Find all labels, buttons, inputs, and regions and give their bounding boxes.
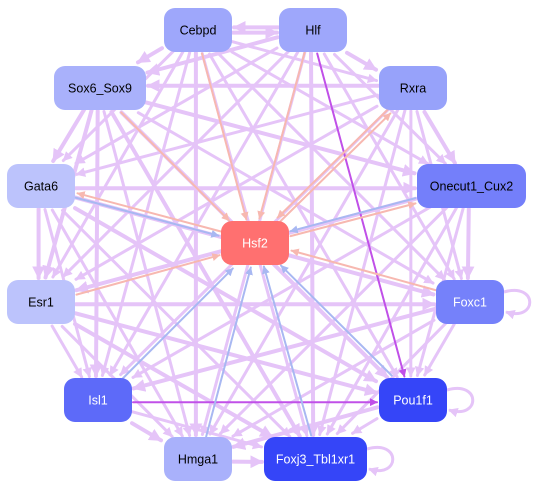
edge-pou1f1-to-foxj3_tbl1xr1 <box>351 417 379 435</box>
node-pou1f1[interactable]: Pou1f1 <box>379 378 447 422</box>
node-label: Sox6_Sox9 <box>68 82 132 96</box>
node-box <box>436 280 504 324</box>
edge-gata6-to-foxj3_tbl1xr1 <box>61 208 292 438</box>
edge-sox6_sox9-to-foxc1 <box>136 111 435 285</box>
edge-sox6_sox9-to-hsf2 <box>120 111 231 222</box>
node-onecut1_cux2[interactable]: Onecut1_Cux2 <box>417 164 526 208</box>
edge-sox6_sox9-to-foxj3_tbl1xr1 <box>109 110 302 438</box>
edge-onecut1_cux2-to-hmga1 <box>218 206 449 436</box>
edge-esr1-to-hsf2 <box>75 253 221 296</box>
edge-esr1-to-pou1f1 <box>73 311 379 396</box>
node-label: Esr1 <box>28 296 54 310</box>
node-label: Isl1 <box>88 394 108 408</box>
edge-isl1-to-hmga1 <box>130 421 163 443</box>
self-loop-foxj3_tbl1xr1 <box>366 445 395 477</box>
node-label: Gata6 <box>24 180 58 194</box>
edge-rxra-to-hsf2 <box>276 108 389 219</box>
node-gata6[interactable]: Gata6 <box>7 164 75 208</box>
node-rxra[interactable]: Rxra <box>379 66 447 110</box>
node-cebpd[interactable]: Cebpd <box>164 8 232 52</box>
node-box <box>379 378 447 422</box>
edge-onecut1_cux2-to-isl1 <box>131 205 432 379</box>
edge-hsf2-to-onecut1_cux2 <box>289 201 417 238</box>
node-label: Hlf <box>305 24 321 38</box>
edge-foxc1-to-hsf2 <box>290 248 437 292</box>
edge-isl1-to-hsf2 <box>121 267 234 380</box>
edge-hlf-to-gata6 <box>74 46 279 165</box>
node-box <box>7 280 75 324</box>
edge-rxra-to-gata6 <box>75 93 379 177</box>
node-box <box>221 221 289 265</box>
edge-foxc1-to-isl1 <box>131 307 437 392</box>
edge-cebpd-to-pou1f1 <box>208 52 399 379</box>
edge-hlf-to-foxj3_tbl1xr1 <box>306 51 320 437</box>
edge-hsf2-to-gata6 <box>76 191 222 233</box>
node-box <box>7 164 75 208</box>
node-label: Cebpd <box>180 24 217 38</box>
edge-foxc1-to-pou1f1 <box>423 322 456 377</box>
self-loop-pou1f1 <box>446 386 475 418</box>
edge-esr1-to-isl1 <box>50 324 84 379</box>
edge-gata6-to-hsf2 <box>74 196 220 238</box>
edges-layer <box>32 20 475 469</box>
node-label: Rxra <box>400 82 426 96</box>
node-hmga1[interactable]: Hmga1 <box>164 437 232 481</box>
node-hlf[interactable]: Hlf <box>279 8 347 52</box>
edge-hlf-to-rxra <box>345 50 378 72</box>
node-foxc1[interactable]: Foxc1 <box>436 280 504 324</box>
node-label: Hsf2 <box>242 237 268 251</box>
self-loop-foxc1 <box>503 288 532 320</box>
edge-hlf-to-hsf2 <box>257 51 306 220</box>
node-foxj3_tbl1xr1[interactable]: Foxj3_Tbl1xr1 <box>264 437 367 481</box>
node-box <box>164 437 232 481</box>
node-box <box>379 66 447 110</box>
self-loops-layer <box>366 288 532 477</box>
edge-rxra-to-onecut1_cux2 <box>422 110 457 165</box>
edge-onecut1_cux2-to-foxc1 <box>461 207 475 280</box>
node-sox6_sox9[interactable]: Sox6_Sox9 <box>54 66 146 110</box>
edge-onecut1_cux2-to-hsf2 <box>289 197 417 234</box>
edge-foxj3_tbl1xr1-to-hsf2 <box>261 265 313 437</box>
node-esr1[interactable]: Esr1 <box>7 280 75 324</box>
edge-esr1-to-foxj3_tbl1xr1 <box>73 322 274 439</box>
node-label: Pou1f1 <box>393 394 433 408</box>
node-box <box>164 8 232 52</box>
edge-sox6_sox9-to-gata6 <box>51 108 86 163</box>
edge-rxra-to-hmga1 <box>208 108 400 436</box>
edge-pou1f1-to-hmga1 <box>231 405 380 450</box>
edge-pou1f1-to-hsf2 <box>280 264 393 377</box>
node-box <box>417 164 526 208</box>
edge-cebpd-to-hsf2 <box>201 52 249 221</box>
edge-cebpd-to-sox6_sox9 <box>136 46 164 65</box>
node-label: Hmga1 <box>178 453 218 467</box>
edge-hsf2-to-rxra <box>279 112 392 223</box>
edge-foxc1-to-hmga1 <box>231 318 436 438</box>
node-box <box>264 437 367 481</box>
node-box <box>279 8 347 52</box>
edge-gata6-to-pou1f1 <box>73 206 378 384</box>
node-label: Foxj3_Tbl1xr1 <box>276 453 355 467</box>
node-label: Foxc1 <box>453 296 487 310</box>
node-box <box>64 378 132 422</box>
node-label: Onecut1_Cux2 <box>430 180 513 194</box>
edge-rxra-to-esr1 <box>74 104 379 281</box>
node-isl1[interactable]: Isl1 <box>64 378 132 422</box>
edge-hmga1-to-hsf2 <box>205 266 253 438</box>
edge-hlf-to-isl1 <box>108 50 300 377</box>
node-box <box>54 66 146 110</box>
node-hsf2[interactable]: Hsf2 <box>221 221 289 265</box>
edge-hlf-to-sox6_sox9 <box>145 35 280 76</box>
edge-hlf-to-pou1f1 <box>316 52 407 378</box>
